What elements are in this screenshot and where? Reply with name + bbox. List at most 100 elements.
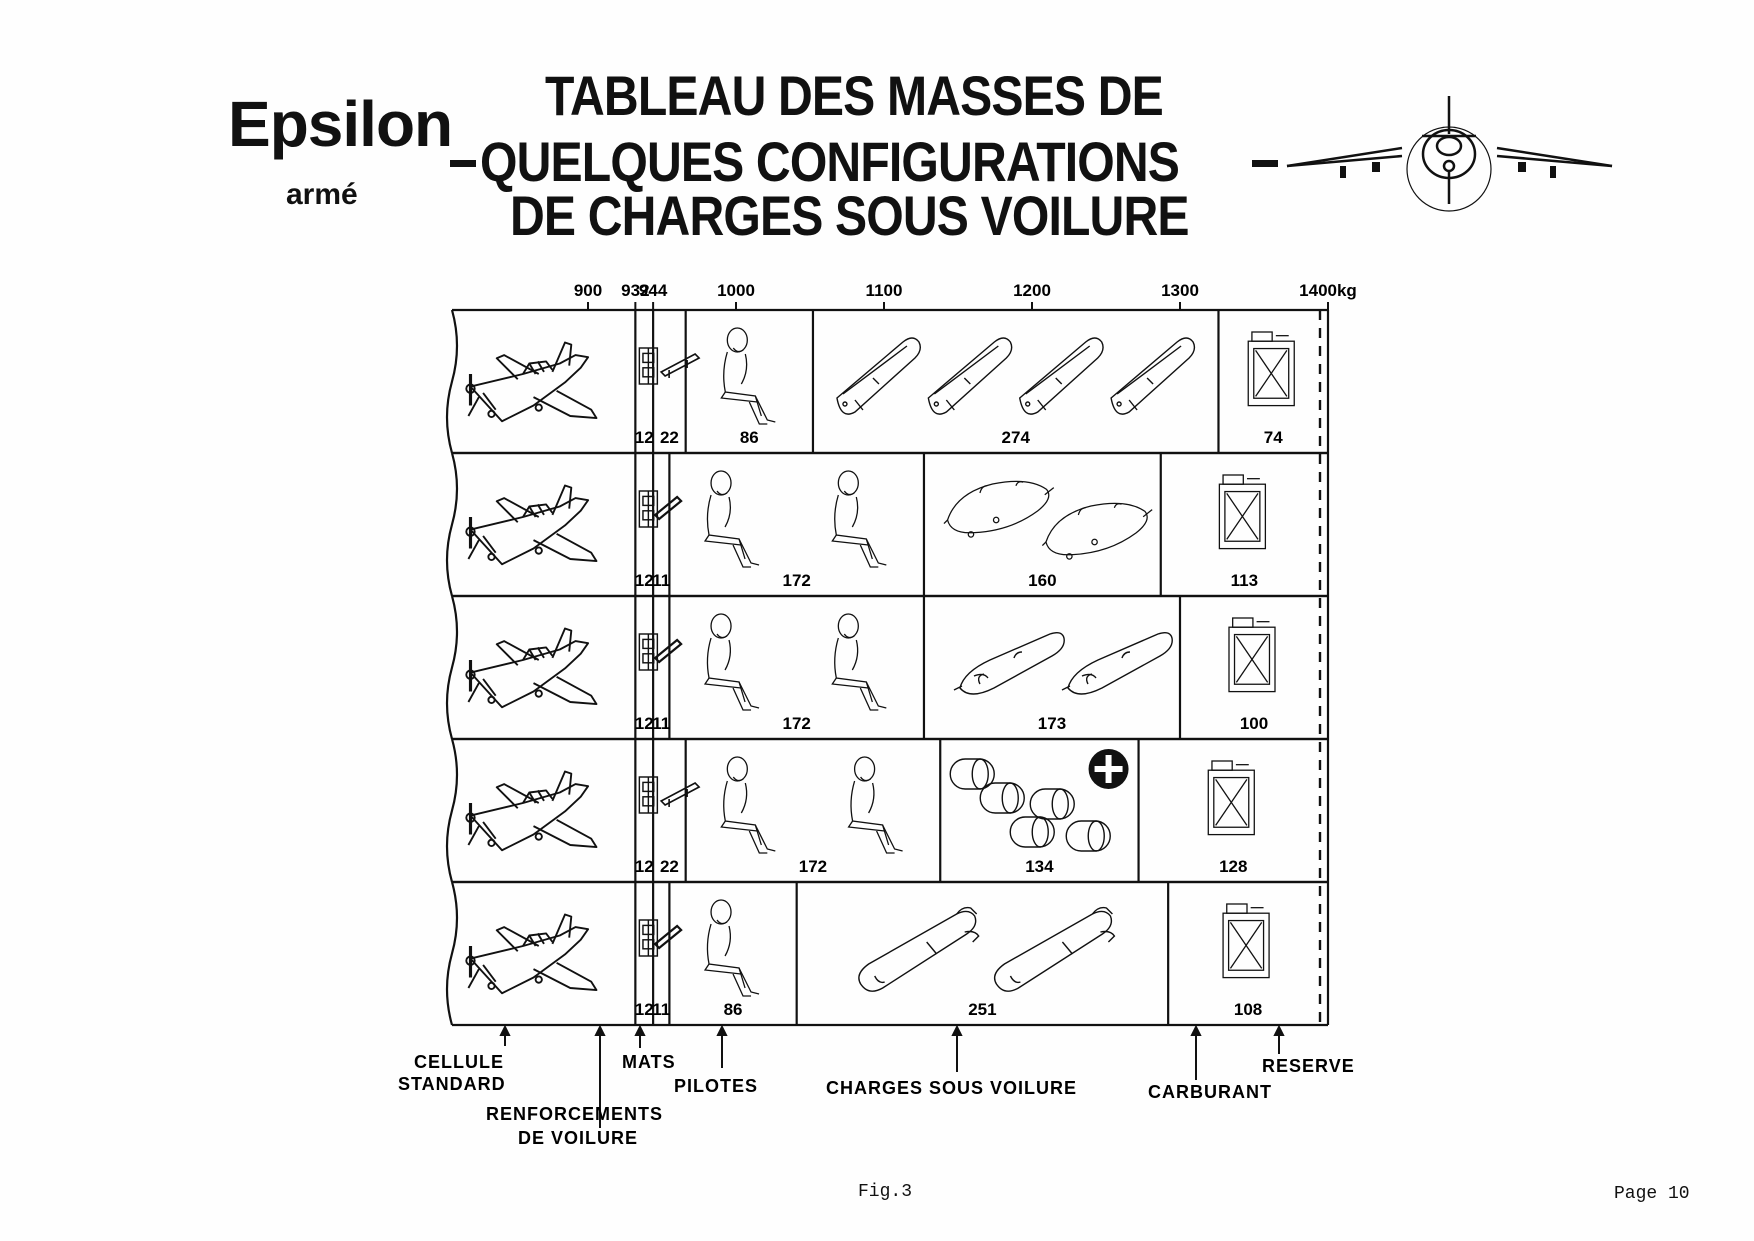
legend-charges: CHARGES SOUS VOILURE [826,1078,1077,1098]
mast-icon [654,495,683,521]
axis-tick-label: 944 [639,281,668,300]
mast-icon [654,638,683,664]
row-left-edge [445,452,459,597]
value-mats: 11 [652,1000,670,1019]
pilot-icon [831,470,887,568]
value-mats: 22 [660,857,679,876]
red-cross-icon [1088,749,1129,789]
legend-pilotes: PILOTES [674,1076,758,1096]
reinforcement-icon [638,490,659,528]
pilot-icon [720,327,776,425]
mast-icon [660,782,700,808]
pilot-icon [720,756,776,854]
rocket-pod-icon [836,337,921,415]
title-dash-right [1252,160,1278,167]
value-renforcements: 12 [635,571,654,590]
bomb-icon [858,906,980,992]
legend-mats: MATS [622,1052,676,1072]
value-carburant: 113 [1231,571,1258,590]
axis-tick-label: 1200 [1013,281,1051,300]
axis-tick-label: 932 [621,281,649,300]
row-left-edge [445,881,459,1026]
rocket-pod-icon [1110,337,1196,415]
value-pilotes: 172 [782,714,810,733]
value-pilotes: 172 [799,857,827,876]
legend: CELLULE STANDARD RENFORCEMENTS DE VOILUR… [398,1024,1355,1148]
value-carburant: 74 [1264,428,1283,447]
value-charges: 251 [968,1000,996,1019]
gun-pod-icon [1041,502,1153,560]
pilot-icon [704,613,760,711]
value-charges: 274 [1002,428,1031,447]
jerrycan-icon [1247,331,1295,407]
axis-tick-label: 900 [574,281,602,300]
pilot-icon [704,899,760,997]
medical-container-icon [1009,816,1055,848]
value-renforcements: 12 [635,857,654,876]
axis-tick-label: 1100 [866,281,903,300]
reinforcement-icon [638,633,659,671]
jerrycan-icon [1228,617,1276,693]
pilot-icon [704,470,760,568]
legend-renforcements-line-2: DE VOILURE [518,1128,638,1148]
value-mats: 11 [652,714,670,733]
rocket-pod-icon [953,631,1065,695]
airplane-icon [464,626,599,709]
rocket-pod-icon [1019,337,1104,415]
brand-name: Epsilon [228,88,453,160]
row-left-edge [445,595,459,740]
legend-cellule-line-2: STANDARD [398,1074,506,1094]
pilot-icon [831,613,887,711]
title-line-3: DE CHARGES SOUS VOILURE [510,184,1189,247]
airplane-icon [464,483,599,566]
axis-tick-label: 1400kg [1299,281,1357,300]
legend-carburant: CARBURANT [1148,1082,1272,1102]
page-number: Page 10 [1614,1184,1690,1204]
bomb-icon [993,906,1116,992]
value-pilotes: 86 [740,428,759,447]
legend-reserve: RESERVE [1262,1056,1355,1076]
value-pilotes: 86 [724,1000,743,1019]
title-line-2: QUELQUES CONFIGURATIONS [480,130,1180,193]
reinforcement-icon [638,919,659,957]
title-dash-left [450,160,476,167]
mast-icon [654,924,683,950]
value-mats: 11 [652,571,670,590]
value-charges: 160 [1028,571,1056,590]
configuration-row: 12 22 172 134 128 [445,737,1330,884]
jerrycan-icon [1207,760,1255,836]
medical-container-icon [1065,820,1111,852]
value-charges: 173 [1038,714,1066,733]
rocket-pod-icon [927,337,1013,415]
jerrycan-icon [1222,903,1270,979]
rocket-pod-icon [1061,631,1173,695]
gun-pod-icon [943,480,1055,538]
value-carburant: 108 [1234,1000,1262,1019]
value-charges: 134 [1025,857,1054,876]
axis-tick-label: 1300 [1161,281,1199,300]
value-renforcements: 12 [635,714,654,733]
configuration-row: 12 22 86 274 74 [445,308,1330,455]
pilot-icon [847,756,904,854]
value-renforcements: 12 [635,428,654,447]
airplane-icon [464,769,599,852]
legend-cellule-line-1: CELLULE [414,1052,504,1072]
axis-tick-label: 1000 [717,281,755,300]
row-left-edge [445,738,459,883]
reinforcement-icon [638,776,659,814]
title-line-1: TABLEAU DES MASSES DE [545,64,1164,127]
legend-renforcements-line-1: RENFORCEMENTS [486,1104,663,1124]
value-mats: 22 [660,428,679,447]
value-pilotes: 172 [782,571,810,590]
value-carburant: 128 [1219,857,1247,876]
front-airplane-icon [1286,96,1613,212]
jerrycan-icon [1218,474,1267,550]
airplane-icon [464,912,599,995]
medical-container-icon [1029,788,1075,820]
